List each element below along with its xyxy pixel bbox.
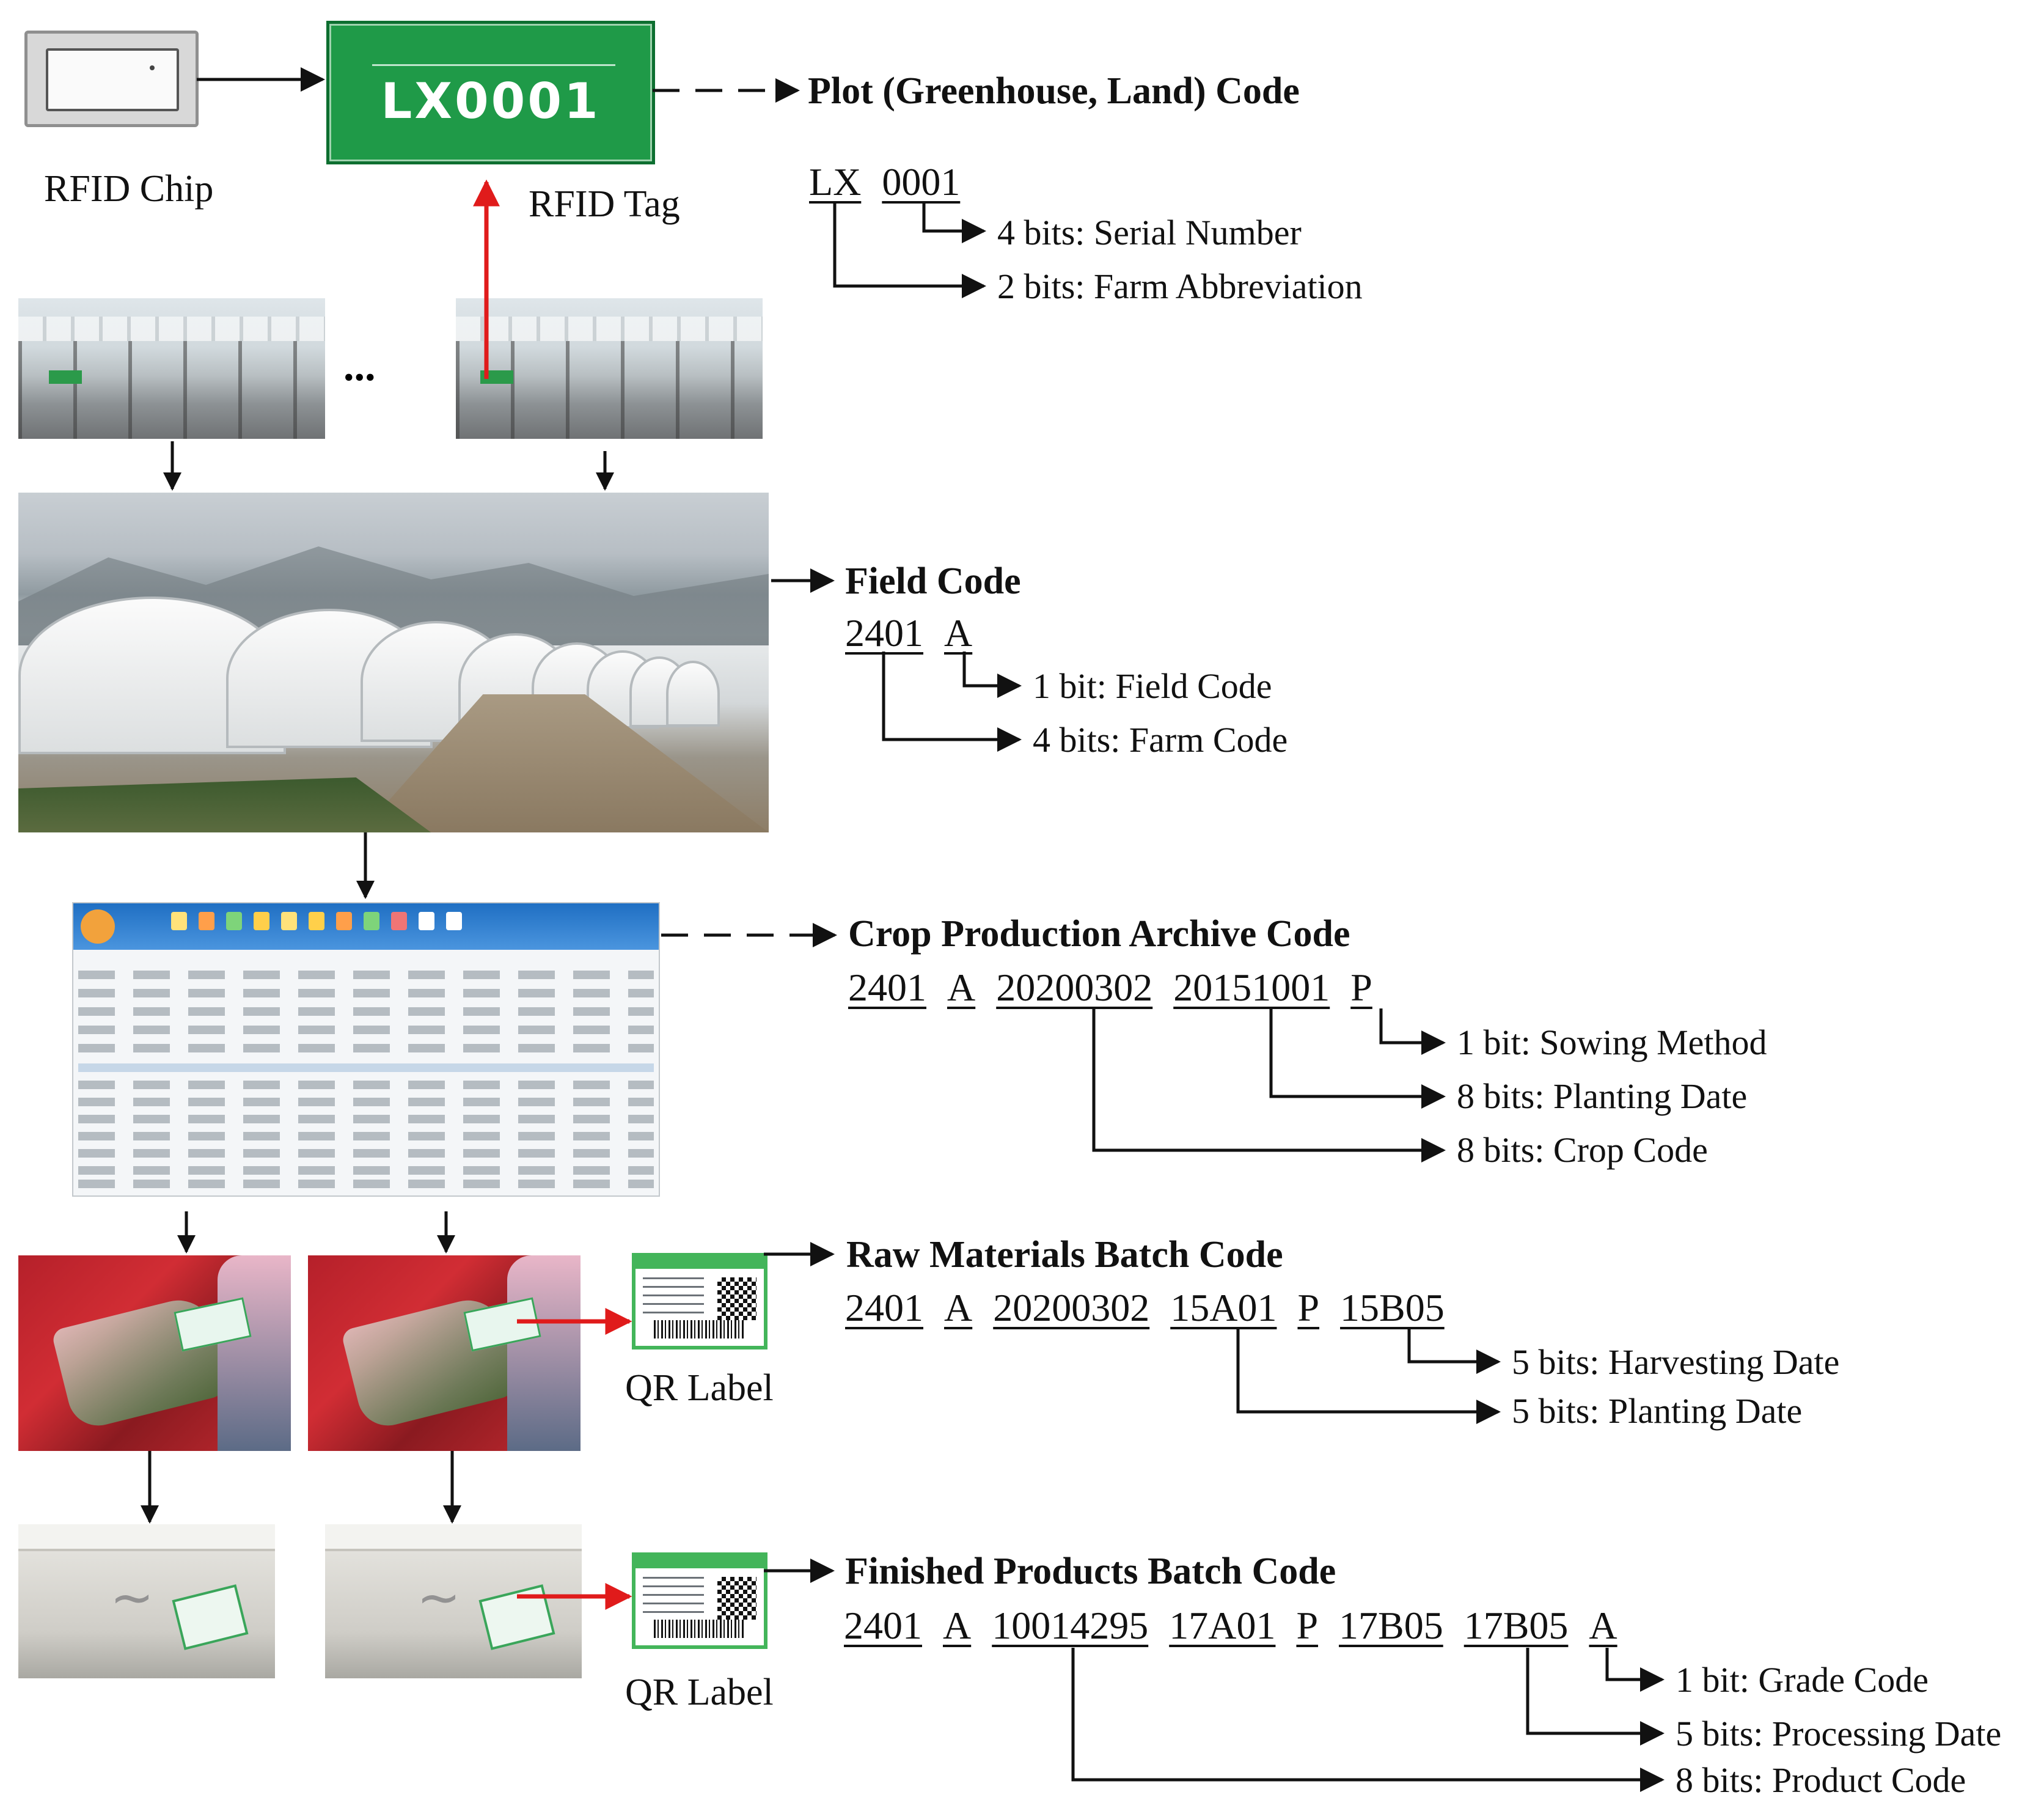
- archive-code-title: Crop Production Archive Code: [848, 913, 1350, 955]
- plot-serial-bracket: [922, 203, 986, 243]
- tag-brand-strip: [372, 41, 615, 66]
- finished-code-part: 10014295: [992, 1604, 1149, 1647]
- finished-code-part: 17A01: [1169, 1604, 1276, 1647]
- farm-code-bracket: [882, 652, 1022, 752]
- finished-code-part: 2401: [844, 1604, 922, 1647]
- archive-note-planting: 8 bits: Planting Date: [1457, 1076, 1748, 1116]
- plot-farm-bracket: [833, 203, 986, 298]
- rfid-tag-caption: RFID Tag: [529, 183, 680, 225]
- greenhouse-photo: [18, 298, 325, 439]
- product-box-photo: ~: [18, 1524, 275, 1678]
- archive-code-part: 20200302: [996, 966, 1153, 1009]
- finished-note-product: 8 bits: Product Code: [1676, 1760, 1966, 1800]
- raw-planting-bracket: [1236, 1329, 1501, 1424]
- archive-note-crop: 8 bits: Crop Code: [1457, 1130, 1708, 1170]
- archive-code-value: 2401 A 20200302 20151001 P: [848, 968, 1372, 1007]
- harvest-crate-photo: [18, 1255, 291, 1451]
- finished-note-processing: 5 bits: Processing Date: [1676, 1714, 2002, 1753]
- finished-code-part: P: [1296, 1604, 1319, 1647]
- toolbar-icon: [226, 912, 242, 930]
- ellipsis: ...: [343, 343, 376, 390]
- product-bracket: [1071, 1648, 1665, 1792]
- plot-code-part: LX: [809, 160, 862, 204]
- archive-code-part: P: [1350, 966, 1372, 1009]
- field-note-field: 1 bit: Field Code: [1033, 666, 1272, 706]
- raw-note-harvesting: 5 bits: Harvesting Date: [1512, 1342, 1840, 1382]
- rfid-tag-image: LX0001: [326, 21, 655, 164]
- field-greenhouses-photo: [18, 493, 769, 832]
- archive-note-sowing: 1 bit: Sowing Method: [1457, 1023, 1767, 1062]
- harvest-crate-photo-labeled: [308, 1255, 581, 1451]
- plot-note-farm: 2 bits: Farm Abbreviation: [997, 266, 1363, 306]
- toolbar-icon: [199, 912, 214, 930]
- greenhouse-photo-tagged: [456, 298, 763, 439]
- archive-system-screenshot: [72, 902, 660, 1197]
- field-code-value: 2401 A: [845, 614, 972, 653]
- plot-code-title: Plot (Greenhouse, Land) Code: [808, 70, 1300, 112]
- raw-batch-title: Raw Materials Batch Code: [846, 1234, 1283, 1276]
- qr-label-image: [632, 1552, 767, 1649]
- harvest-bracket: [1407, 1329, 1501, 1374]
- toolbar-icon: [364, 912, 379, 930]
- archive-code-part: A: [947, 966, 976, 1009]
- rfid-chip-image: [24, 31, 199, 127]
- tag-main-code: LX0001: [381, 73, 601, 130]
- raw-code-part: 2401: [845, 1286, 923, 1329]
- chip-antenna-icon: [46, 48, 179, 111]
- raw-code-part: 15B05: [1340, 1286, 1445, 1329]
- qr-code-icon: [717, 1577, 756, 1620]
- qr-label-caption: QR Label: [625, 1672, 774, 1713]
- qr-label-image: [632, 1253, 767, 1349]
- field-code-bracket: [962, 652, 1022, 698]
- rfid-chip-caption: RFID Chip: [44, 168, 214, 210]
- finished-code-part: 17B05: [1463, 1604, 1569, 1647]
- product-box-photo-labeled: ~: [325, 1524, 582, 1678]
- processing-bracket: [1526, 1648, 1665, 1746]
- barcode-icon: [654, 1620, 745, 1638]
- qr-code-icon: [717, 1277, 756, 1320]
- plot-code-value: LX 0001: [809, 163, 960, 202]
- qr-label-caption: QR Label: [625, 1367, 774, 1409]
- raw-code-part: 20200302: [993, 1286, 1150, 1329]
- app-logo-icon: [81, 909, 115, 944]
- grade-bracket: [1605, 1648, 1665, 1692]
- crop-bracket: [1092, 1008, 1446, 1162]
- green-tag-icon: [49, 370, 82, 384]
- field-code-part: A: [944, 611, 973, 655]
- sowing-bracket: [1379, 1008, 1446, 1055]
- raw-batch-value: 2401 A 20200302 15A01 P 15B05: [845, 1288, 1445, 1327]
- finished-note-grade: 1 bit: Grade Code: [1676, 1660, 1929, 1700]
- toolbar-icon: [336, 912, 352, 930]
- plot-note-serial: 4 bits: Serial Number: [997, 213, 1302, 252]
- raw-code-part: A: [944, 1286, 973, 1329]
- archive-code-part: 2401: [848, 966, 926, 1009]
- archive-code-part: 20151001: [1173, 966, 1330, 1009]
- raw-code-part: P: [1297, 1286, 1320, 1329]
- finished-code-part: 17B05: [1339, 1604, 1443, 1647]
- toolbar-icon: [419, 912, 434, 930]
- toolbar-icon: [171, 912, 187, 930]
- finished-code-part: A: [943, 1604, 972, 1647]
- toolbar-icon: [391, 912, 407, 930]
- toolbar-icon: [446, 912, 462, 930]
- finished-code-part: A: [1589, 1604, 1617, 1647]
- planting-bracket: [1269, 1008, 1446, 1109]
- raw-note-planting: 5 bits: Planting Date: [1512, 1391, 1803, 1431]
- finished-batch-title: Finished Products Batch Code: [845, 1551, 1336, 1592]
- finished-batch-value: 2401 A 10014295 17A01 P 17B05 17B05 A: [844, 1606, 1617, 1645]
- toolbar-icon: [281, 912, 297, 930]
- field-note-farm: 4 bits: Farm Code: [1033, 720, 1288, 760]
- toolbar-icon: [254, 912, 269, 930]
- toolbar-icon: [309, 912, 324, 930]
- barcode-icon: [654, 1320, 745, 1338]
- field-code-title: Field Code: [845, 560, 1021, 602]
- chip-die-icon: [150, 65, 155, 70]
- field-code-part: 2401: [845, 611, 923, 655]
- plot-code-part: 0001: [882, 160, 961, 204]
- raw-code-part: 15A01: [1170, 1286, 1277, 1329]
